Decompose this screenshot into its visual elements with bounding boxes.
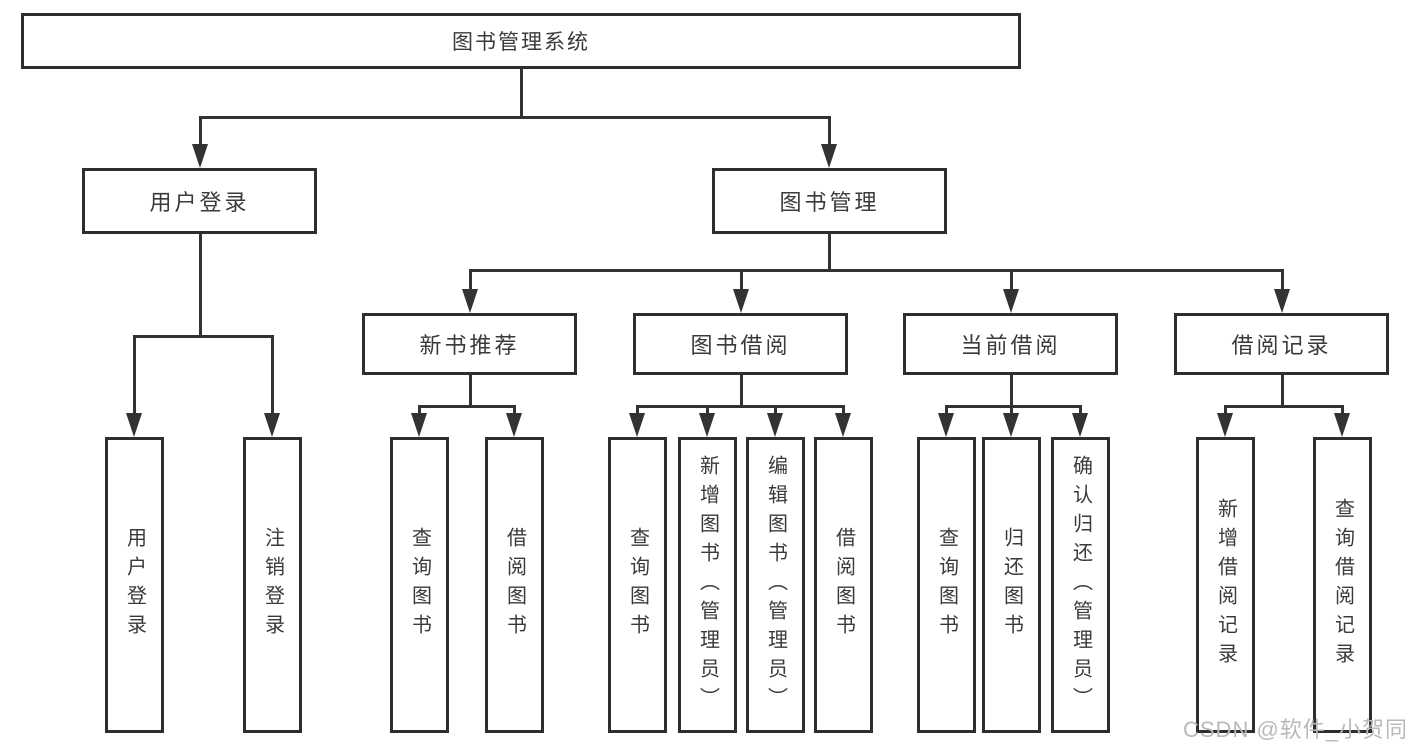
arrowhead-down-icon xyxy=(192,144,208,168)
connector-stem-book-borrowing xyxy=(740,269,743,289)
node-root: 图书管理系统 xyxy=(21,13,1021,69)
leaf-newbooks-query-books: 查询图书 xyxy=(390,437,449,733)
arrowhead-down-icon xyxy=(1217,413,1233,437)
leaf-newbooks-borrow-books: 借阅图书 xyxy=(485,437,544,733)
arrowhead-down-icon xyxy=(506,413,522,437)
leaf-logout: 注销登录 xyxy=(243,437,302,733)
connector-level2-branch xyxy=(469,269,1283,272)
connector-user-login-drop xyxy=(199,234,202,335)
arrowhead-down-icon xyxy=(821,144,837,168)
connector-stem-leaf xyxy=(774,405,777,413)
connector-new-book-recommend-branch xyxy=(419,405,515,408)
node-user-login: 用户登录 xyxy=(82,168,317,234)
connector-level1-branch xyxy=(199,116,830,119)
connector-stem-leaf xyxy=(945,405,948,413)
connector-stem-book-management xyxy=(828,116,831,144)
leaf-borrowing-edit-books-admin: 编辑图书（管理员） xyxy=(746,437,805,733)
node-current-borrowing: 当前借阅 xyxy=(903,313,1118,375)
connector-stem-borrow-records xyxy=(1281,269,1284,289)
leaf-user-login-label: 用户登录 xyxy=(123,527,146,643)
connector-stem-leaf xyxy=(1079,405,1082,413)
connector-book-borrowing-branch xyxy=(637,405,844,408)
arrowhead-down-icon xyxy=(699,413,715,437)
leaf-current-confirm-return-admin-label: 确认归还（管理员） xyxy=(1069,454,1092,716)
connector-stem-leaf-logout xyxy=(271,335,274,413)
node-current-borrowing-label: 当前借阅 xyxy=(960,333,1061,358)
connector-stem-leaf xyxy=(1224,405,1227,413)
leaf-borrowing-edit-books-admin-label: 编辑图书（管理员） xyxy=(764,454,787,716)
arrowhead-down-icon xyxy=(1334,413,1350,437)
leaf-current-query-books: 查询图书 xyxy=(917,437,976,733)
leaf-current-query-books-label: 查询图书 xyxy=(935,527,958,643)
leaf-logout-label: 注销登录 xyxy=(261,527,284,643)
connector-stem-leaf xyxy=(1341,405,1344,413)
node-book-borrowing: 图书借阅 xyxy=(633,313,848,375)
connector-current-borrowing-branch xyxy=(946,405,1081,408)
leaf-current-return-books-label: 归还图书 xyxy=(1000,527,1023,643)
leaf-borrowing-borrow-books: 借阅图书 xyxy=(814,437,873,733)
node-root-label: 图书管理系统 xyxy=(452,31,590,54)
leaf-newbooks-borrow-books-label: 借阅图书 xyxy=(503,527,526,643)
node-book-borrowing-label: 图书借阅 xyxy=(690,333,791,358)
arrowhead-down-icon xyxy=(1003,413,1019,437)
connector-stem-current-borrowing xyxy=(1010,269,1013,289)
connector-user-login-branch xyxy=(134,335,273,338)
node-borrow-records-label: 借阅记录 xyxy=(1231,333,1332,358)
arrowhead-down-icon xyxy=(835,413,851,437)
node-new-book-recommend: 新书推荐 xyxy=(362,313,577,375)
connector-stem-leaf xyxy=(513,405,516,413)
leaf-records-query-record-label: 查询借阅记录 xyxy=(1331,498,1354,672)
connector-book-management-drop xyxy=(828,234,831,269)
connector-stem-leaf xyxy=(1010,405,1013,413)
leaf-borrowing-query-books-label: 查询图书 xyxy=(626,527,649,643)
arrowhead-down-icon xyxy=(411,413,427,437)
connector-stem-user-login xyxy=(199,116,202,144)
leaf-records-add-record-label: 新增借阅记录 xyxy=(1214,498,1237,672)
connector-stem-leaf xyxy=(418,405,421,413)
arrowhead-down-icon xyxy=(767,413,783,437)
connector-borrow-records-branch xyxy=(1225,405,1343,408)
connector-book-borrowing-drop xyxy=(740,375,743,405)
leaf-current-confirm-return-admin: 确认归还（管理员） xyxy=(1051,437,1110,733)
node-borrow-records: 借阅记录 xyxy=(1174,313,1389,375)
arrowhead-down-icon xyxy=(1003,289,1019,313)
arrowhead-down-icon xyxy=(1274,289,1290,313)
csdn-watermark: CSDN @软件_小贺同学 xyxy=(1183,717,1405,742)
connector-stem-leaf xyxy=(706,405,709,413)
leaf-records-add-record: 新增借阅记录 xyxy=(1196,437,1255,733)
connector-stem-leaf-user-login xyxy=(133,335,136,413)
leaf-borrowing-add-books-admin: 新增图书（管理员） xyxy=(678,437,737,733)
leaf-current-return-books: 归还图书 xyxy=(982,437,1041,733)
node-new-book-recommend-label: 新书推荐 xyxy=(419,333,520,358)
connector-stem-leaf xyxy=(842,405,845,413)
arrowhead-down-icon xyxy=(733,289,749,313)
arrowhead-down-icon xyxy=(462,289,478,313)
arrowhead-down-icon xyxy=(938,413,954,437)
connector-stem-new-book-recommend xyxy=(469,269,472,289)
leaf-user-login: 用户登录 xyxy=(105,437,164,733)
connector-borrow-records-drop xyxy=(1281,375,1284,405)
connector-root-drop xyxy=(520,69,523,116)
arrowhead-down-icon xyxy=(629,413,645,437)
leaf-borrowing-query-books: 查询图书 xyxy=(608,437,667,733)
connector-stem-leaf xyxy=(636,405,639,413)
node-book-management: 图书管理 xyxy=(712,168,947,234)
leaf-records-query-record: 查询借阅记录 xyxy=(1313,437,1372,733)
node-book-management-label: 图书管理 xyxy=(779,190,880,215)
arrowhead-down-icon xyxy=(126,413,142,437)
leaf-borrowing-borrow-books-label: 借阅图书 xyxy=(832,527,855,643)
arrowhead-down-icon xyxy=(1072,413,1088,437)
node-user-login-label: 用户登录 xyxy=(149,190,250,215)
connector-current-borrowing-drop xyxy=(1010,375,1013,405)
leaf-borrowing-add-books-admin-label: 新增图书（管理员） xyxy=(696,454,719,716)
arrowhead-down-icon xyxy=(264,413,280,437)
connector-new-book-recommend-drop xyxy=(469,375,472,405)
leaf-newbooks-query-books-label: 查询图书 xyxy=(408,527,431,643)
